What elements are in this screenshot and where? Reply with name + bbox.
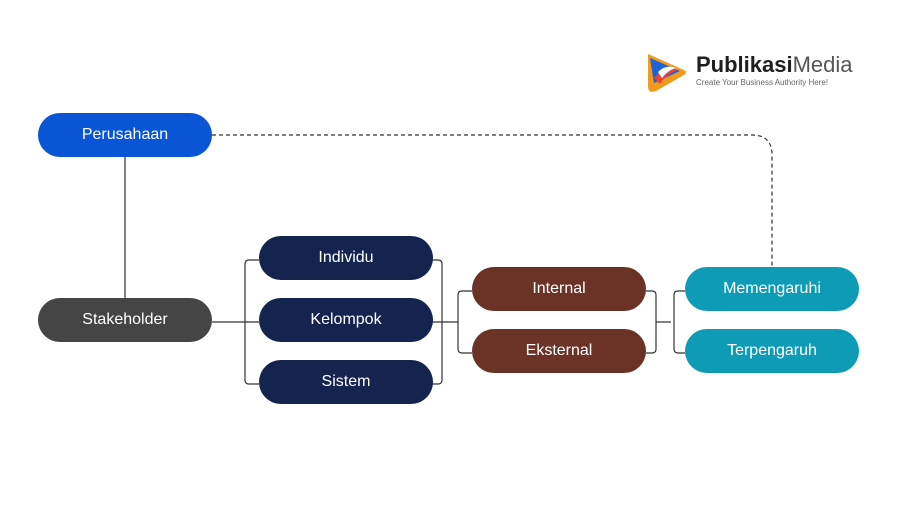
logo-name-bold: Publikasi: [696, 52, 793, 77]
publikasimedia-logo: PublikasiMedia Create Your Business Auth…: [644, 48, 854, 96]
logo-tagline: Create Your Business Authority Here!: [696, 78, 829, 87]
node-terpengaruh-label: Terpengaruh: [727, 342, 817, 359]
types-left-bracket: [244, 259, 259, 385]
node-terpengaruh: Terpengaruh: [685, 329, 859, 373]
node-memengaruhi-label: Memengaruhi: [723, 280, 821, 297]
node-memengaruhi: Memengaruhi: [685, 267, 859, 311]
node-sistem-label: Sistem: [321, 373, 371, 390]
node-kelompok-label: Kelompok: [310, 311, 382, 328]
node-internal-label: Internal: [532, 280, 586, 297]
node-internal: Internal: [472, 267, 646, 311]
node-individu-label: Individu: [318, 249, 374, 266]
node-perusahaan-label: Perusahaan: [81, 126, 169, 143]
node-kelompok: Kelompok: [259, 298, 433, 342]
node-stakeholder-label: Stakeholder: [82, 311, 168, 328]
perusahaan-to-memengaruhi-dashed: [212, 134, 773, 267]
node-stakeholder: Stakeholder: [38, 298, 212, 342]
logo-name-light: Media: [792, 52, 853, 77]
node-sistem: Sistem: [259, 360, 433, 404]
node-individu: Individu: [259, 236, 433, 280]
scope-left-bracket: [457, 290, 472, 354]
logo-wordmark: PublikasiMedia: [696, 52, 853, 78]
node-perusahaan: Perusahaan: [38, 113, 212, 157]
node-eksternal: Eksternal: [472, 329, 646, 373]
node-eksternal-label: Eksternal: [525, 342, 593, 359]
scope-right-bracket: [646, 290, 657, 354]
influence-left-bracket: [673, 290, 685, 354]
logo-mark-icon: [648, 54, 686, 92]
